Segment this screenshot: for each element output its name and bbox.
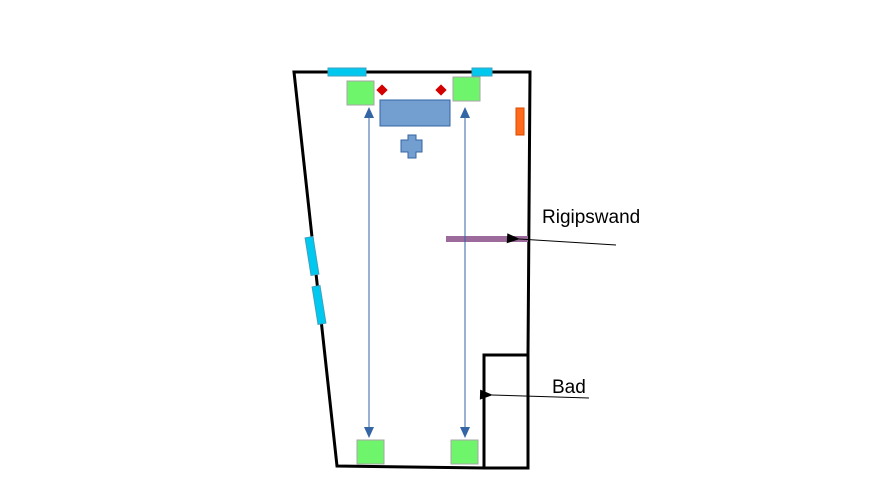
pointer-arrow-wall	[506, 233, 617, 246]
label-bath: Bad	[552, 377, 586, 398]
speaker-rear-left	[356, 439, 385, 465]
window-left-upper	[304, 236, 320, 276]
pointer-arrow-bath	[479, 389, 590, 400]
window-left-lower	[311, 285, 327, 325]
label-wall: Rigipswand	[542, 207, 640, 228]
bathroom-outline	[484, 353, 530, 470]
drywall	[446, 236, 528, 242]
heater	[515, 107, 525, 136]
window-top-left	[327, 67, 367, 77]
chair	[400, 134, 423, 159]
speaker-front-right	[452, 76, 481, 102]
speaker-front-left	[346, 80, 375, 106]
room-outline	[292, 70, 532, 470]
marker-right	[435, 84, 447, 96]
desk	[379, 99, 451, 127]
speaker-rear-right	[450, 439, 479, 465]
window-top-right	[471, 67, 493, 77]
marker-left	[376, 84, 388, 96]
